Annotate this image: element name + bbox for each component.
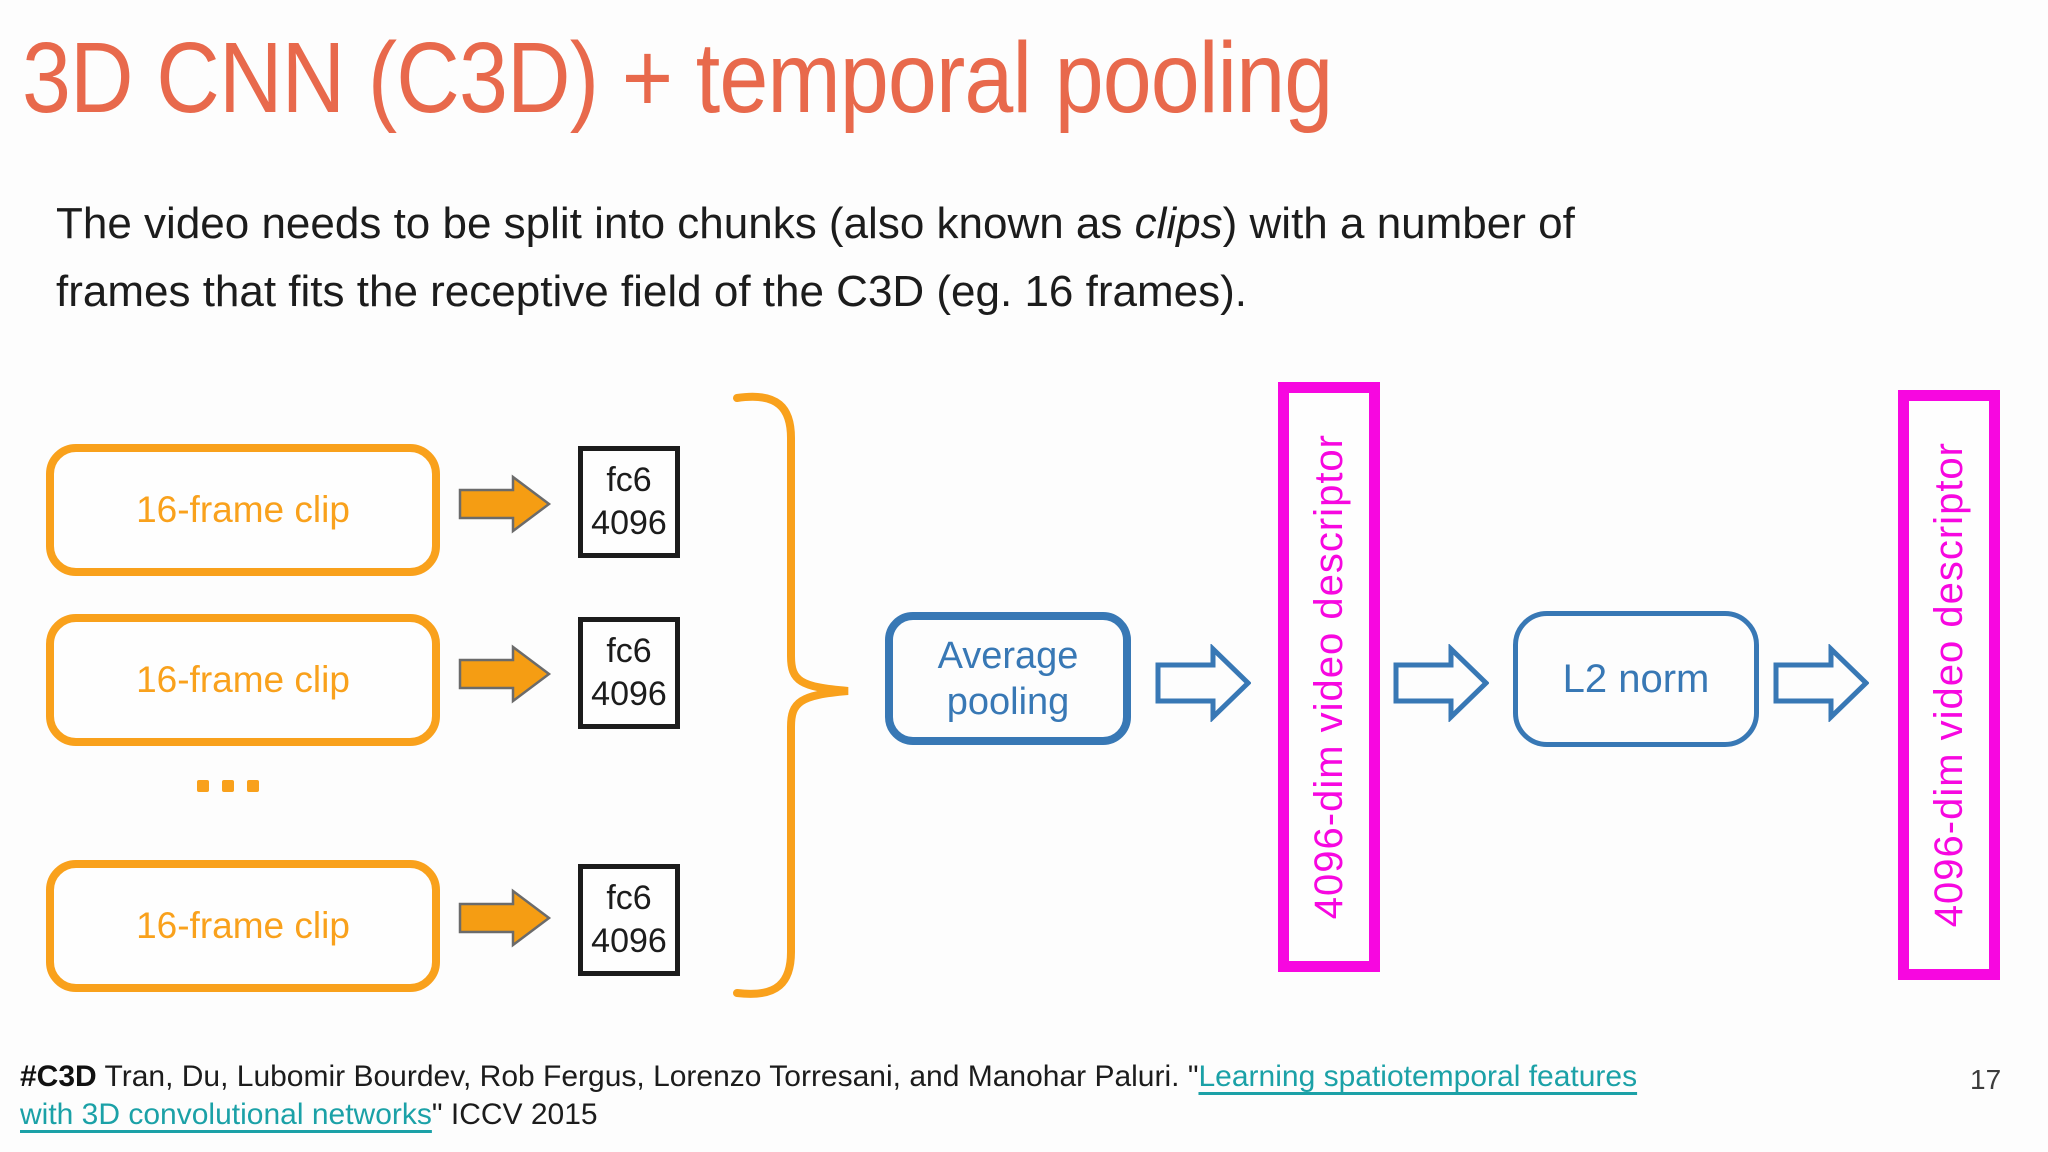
orange-arrow-icon [458,644,552,704]
video-descriptor-box-1: 4096-dim video descriptor [1278,382,1380,972]
citation-hashtag: #C3D [20,1060,97,1093]
blue-arrow-icon [1393,643,1490,723]
blue-arrow-icon [1155,643,1252,723]
blue-arrow-icon [1773,643,1870,723]
fc6-label: fc6 [606,879,652,917]
ellipsis-dot [197,780,209,792]
fc6-dim-label: 4096 [591,922,667,960]
clip-box-1-label: 16-frame clip [136,489,350,530]
ellipsis-dot [247,780,259,792]
fc6-dim-label: 4096 [591,504,667,542]
fc6-box-1: fc6 4096 [578,446,680,558]
ellipsis-dot [222,780,234,792]
video-descriptor-label: 4096-dim video descriptor [1926,442,1971,928]
page-number: 17 [1970,1064,2002,1095]
citation-line-1: #C3D Tran, Du, Lubomir Bourdev, Rob Ferg… [20,1058,1637,1096]
body-text: The video needs to be split into chunks … [56,190,1575,326]
clip-box-2: 16-frame clip [46,614,440,746]
video-descriptor-label: 4096-dim video descriptor [1306,434,1351,920]
body-line1-italic: clips [1134,199,1223,248]
citation-link-line1[interactable]: Learning spatiotemporal features [1198,1060,1638,1093]
fc6-box-3: fc6 4096 [578,864,680,976]
citation-link-line2[interactable]: with 3D convolutional networks [20,1098,432,1131]
fc6-label: fc6 [606,632,652,670]
fc6-label: fc6 [606,461,652,499]
body-line1-pre: The video needs to be split into chunks … [56,199,1135,248]
citation-line-2: with 3D convolutional networks" ICCV 201… [20,1096,1637,1134]
citation-tail: " ICCV 2015 [431,1098,598,1131]
curly-brace-icon [716,384,856,1012]
slide-title: 3D CNN (C3D) + temporal pooling [22,22,1333,134]
orange-arrow-icon [458,474,552,534]
clip-box-2-label: 16-frame clip [136,659,350,700]
orange-arrow-icon [458,888,552,948]
clip-box-3: 16-frame clip [46,860,440,992]
clip-box-1: 16-frame clip [46,444,440,576]
average-pooling-label-line1: Average [937,634,1079,677]
average-pooling-box: Average pooling [885,612,1131,745]
video-descriptor-box-2: 4096-dim video descriptor [1898,390,2000,980]
l2-norm-label: L2 norm [1562,656,1710,701]
ellipsis-dots-icon [197,780,267,793]
average-pooling-label-line2: pooling [946,680,1070,723]
citation: #C3D Tran, Du, Lubomir Bourdev, Rob Ferg… [20,1058,1637,1134]
clip-box-3-label: 16-frame clip [136,905,350,946]
fc6-box-2: fc6 4096 [578,617,680,729]
body-line-2: frames that fits the receptive field of … [56,267,1247,316]
fc6-dim-label: 4096 [591,675,667,713]
l2-norm-box: L2 norm [1513,611,1759,747]
citation-authors: Tran, Du, Lubomir Bourdev, Rob Fergus, L… [96,1060,1199,1093]
body-line-1: The video needs to be split into chunks … [56,190,1575,258]
body-line1-post: ) with a number of [1222,199,1575,248]
